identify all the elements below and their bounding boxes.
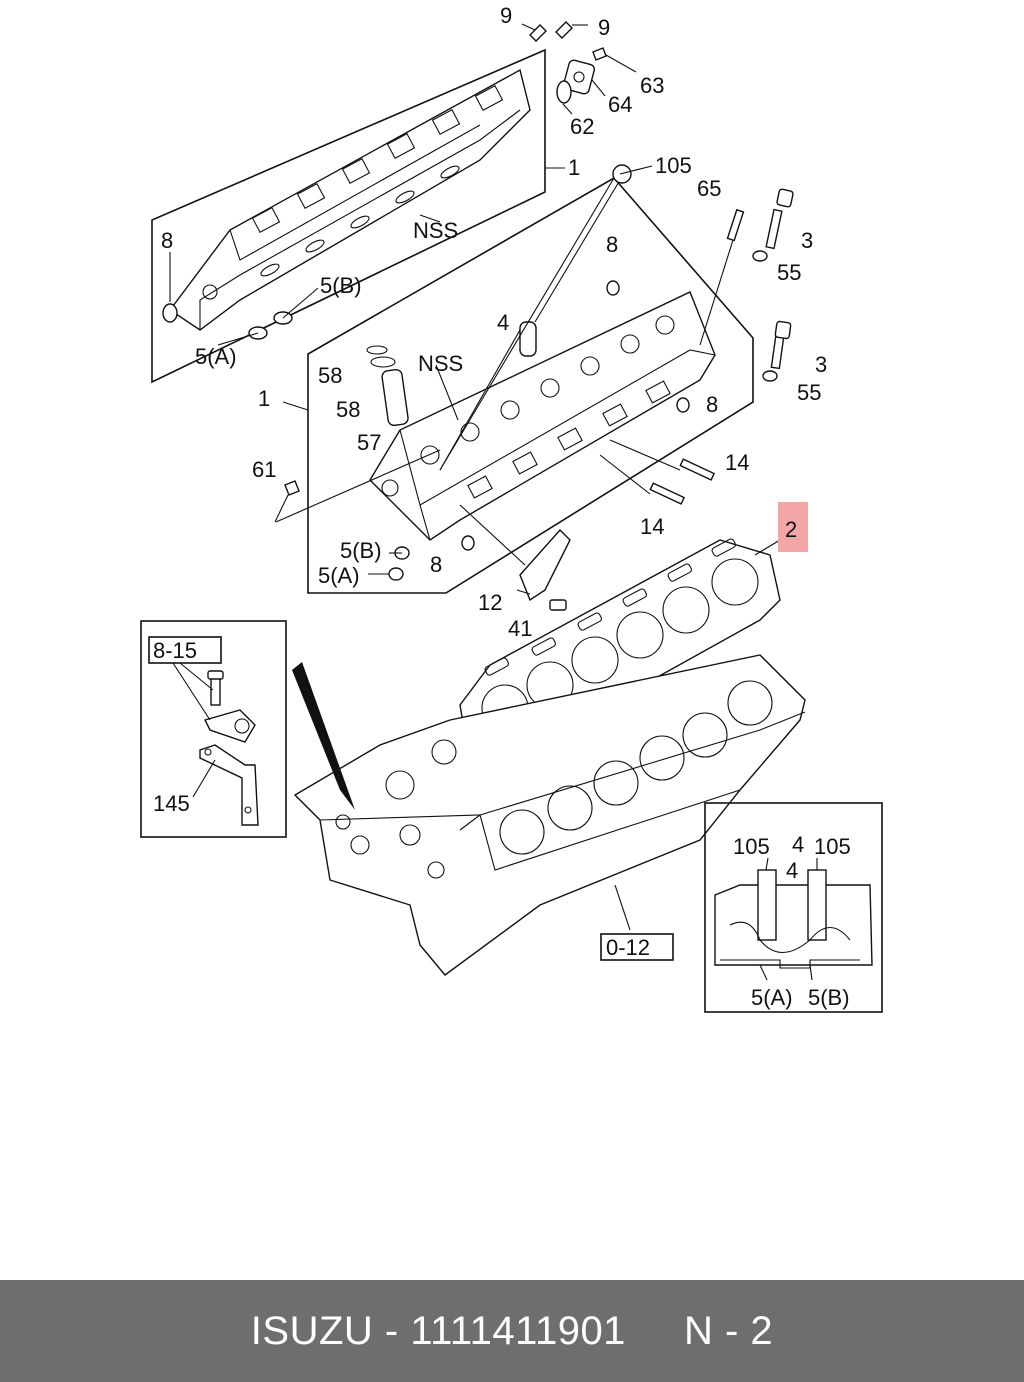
callout-5a-top: 5(A)	[195, 344, 237, 369]
callout-9a: 9	[500, 3, 512, 28]
callout-65: 65	[697, 176, 721, 201]
callout-145: 145	[153, 791, 190, 816]
callout-nss-mid: NSS	[418, 351, 463, 376]
callout-4-inset-2: 4	[786, 858, 798, 883]
callout-41: 41	[508, 616, 532, 641]
part-2-highlight	[778, 502, 808, 552]
callout-55a: 55	[777, 260, 801, 285]
callout-12: 12	[478, 590, 502, 615]
footer-text: ISUZU - 1111411901 N - 2	[250, 1308, 774, 1353]
callout-58b: 58	[336, 397, 360, 422]
direction-arrow	[292, 662, 355, 810]
callout-57: 57	[357, 430, 381, 455]
callout-58a: 58	[318, 363, 342, 388]
ref-label-0-12: 0-12	[606, 935, 650, 960]
cylinder-block	[293, 654, 806, 976]
callout-3a: 3	[801, 228, 813, 253]
ref-label-8-15: 8-15	[153, 638, 197, 663]
callout-8c: 8	[706, 392, 718, 417]
callout-105-top: 105	[655, 153, 692, 178]
callout-8d: 8	[430, 552, 442, 577]
footer-bar: ISUZU - 1111411901 N - 2	[0, 1280, 1024, 1382]
callout-105-left: 105	[733, 834, 770, 859]
middle-head-panel	[274, 164, 794, 611]
callout-2: 2	[785, 517, 797, 542]
callout-labels: 9 9 63 64 62 1 105 65 3 55 8 5(B) 5(A) N…	[153, 3, 851, 1010]
callout-nss-top: NSS	[413, 218, 458, 243]
callout-14a: 14	[725, 450, 749, 475]
callout-3b: 3	[815, 352, 827, 377]
callout-5a-inset: 5(A)	[751, 985, 793, 1010]
parts-diagram: 9 9 63 64 62 1 105 65 3 55 8 5(B) 5(A) N…	[140, 3, 883, 1013]
callout-8b: 8	[606, 232, 618, 257]
callout-62: 62	[570, 114, 594, 139]
callout-64: 64	[608, 92, 632, 117]
callout-8a: 8	[161, 228, 173, 253]
callout-9b: 9	[598, 15, 610, 40]
bracket-inset	[140, 620, 287, 838]
callout-61: 61	[252, 457, 276, 482]
cover-parts	[521, 21, 637, 115]
callout-5b-mid: 5(B)	[340, 538, 382, 563]
callout-63: 63	[640, 73, 664, 98]
callout-4: 4	[497, 310, 509, 335]
cross-section-inset	[704, 802, 883, 1013]
callout-105-right: 105	[814, 834, 851, 859]
callout-14b: 14	[640, 514, 664, 539]
callout-4-inset-1: 4	[792, 832, 804, 857]
callout-1-top: 1	[568, 155, 580, 180]
callout-55b: 55	[797, 380, 821, 405]
top-head-panel	[151, 48, 565, 384]
callout-1-mid: 1	[258, 386, 270, 411]
callout-5b-inset: 5(B)	[808, 985, 850, 1010]
callout-5a-mid: 5(A)	[318, 563, 360, 588]
callout-5b-top: 5(B)	[320, 273, 362, 298]
